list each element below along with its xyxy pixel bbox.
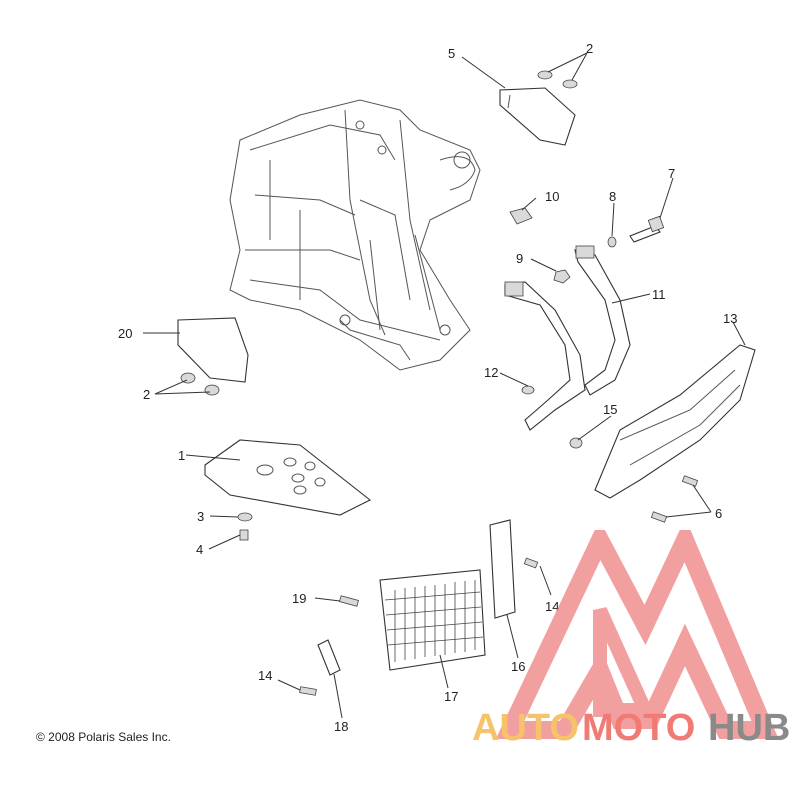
callout-14-right: 14 bbox=[545, 599, 559, 614]
part-11-brush-guard bbox=[504, 245, 631, 431]
watermark-triangle-icon bbox=[495, 530, 779, 739]
callout-9: 9 bbox=[516, 251, 523, 266]
leader-lines bbox=[143, 52, 746, 719]
part-20-plate bbox=[177, 317, 249, 383]
part-4-bolt bbox=[239, 529, 249, 541]
part-6-bolts bbox=[650, 475, 699, 523]
callout-16: 16 bbox=[511, 659, 525, 674]
part-1-skid-plate bbox=[204, 439, 372, 516]
part-12-washer bbox=[521, 385, 535, 395]
watermark-hub: HUB bbox=[708, 707, 790, 749]
part-9-nut bbox=[553, 269, 571, 284]
part-14-screw-left bbox=[299, 686, 317, 696]
callout-8: 8 bbox=[609, 189, 616, 204]
watermark-auto: AUTO bbox=[472, 707, 579, 749]
callout-18: 18 bbox=[334, 719, 348, 734]
part-10-block bbox=[509, 207, 533, 225]
watermark-moto: MOTO bbox=[582, 707, 695, 749]
callout-7: 7 bbox=[668, 166, 675, 181]
callout-19: 19 bbox=[292, 591, 306, 606]
automotohub-watermark: AUTO MOTO HUB bbox=[472, 530, 790, 749]
callout-12: 12 bbox=[484, 365, 498, 380]
callout-labels: 5 2 10 8 7 9 11 13 20 2 12 15 1 3 4 6 14… bbox=[118, 41, 737, 734]
part-13-front-cover bbox=[594, 344, 756, 499]
callout-2-left: 2 bbox=[143, 387, 150, 402]
callout-13: 13 bbox=[723, 311, 737, 326]
part-16-side-panel bbox=[489, 519, 516, 619]
part-5-bracket bbox=[499, 87, 576, 146]
part-15-screw bbox=[569, 437, 583, 449]
callout-1: 1 bbox=[178, 448, 185, 463]
callout-5: 5 bbox=[448, 46, 455, 61]
callout-11: 11 bbox=[652, 287, 666, 302]
callout-17: 17 bbox=[444, 689, 458, 704]
callout-20: 20 bbox=[118, 326, 132, 341]
callout-4: 4 bbox=[196, 542, 203, 557]
part-3-washer bbox=[237, 512, 253, 522]
callout-14-left: 14 bbox=[258, 668, 272, 683]
callout-6: 6 bbox=[715, 506, 722, 521]
vehicle-frame bbox=[229, 99, 481, 371]
part-14-screw-right bbox=[523, 557, 539, 569]
copyright-notice: © 2008 Polaris Sales Inc. bbox=[36, 730, 171, 744]
part-2-screws-top bbox=[537, 70, 578, 89]
part-17-grille bbox=[379, 569, 486, 671]
part-18-bracket bbox=[317, 639, 341, 676]
callout-10: 10 bbox=[545, 189, 559, 204]
part-19-bolt bbox=[339, 595, 359, 607]
callout-2-top: 2 bbox=[586, 41, 593, 56]
part-8-washer bbox=[607, 236, 617, 248]
callout-3: 3 bbox=[197, 509, 204, 524]
callout-15: 15 bbox=[603, 402, 617, 417]
part-7-bolt bbox=[629, 215, 665, 243]
